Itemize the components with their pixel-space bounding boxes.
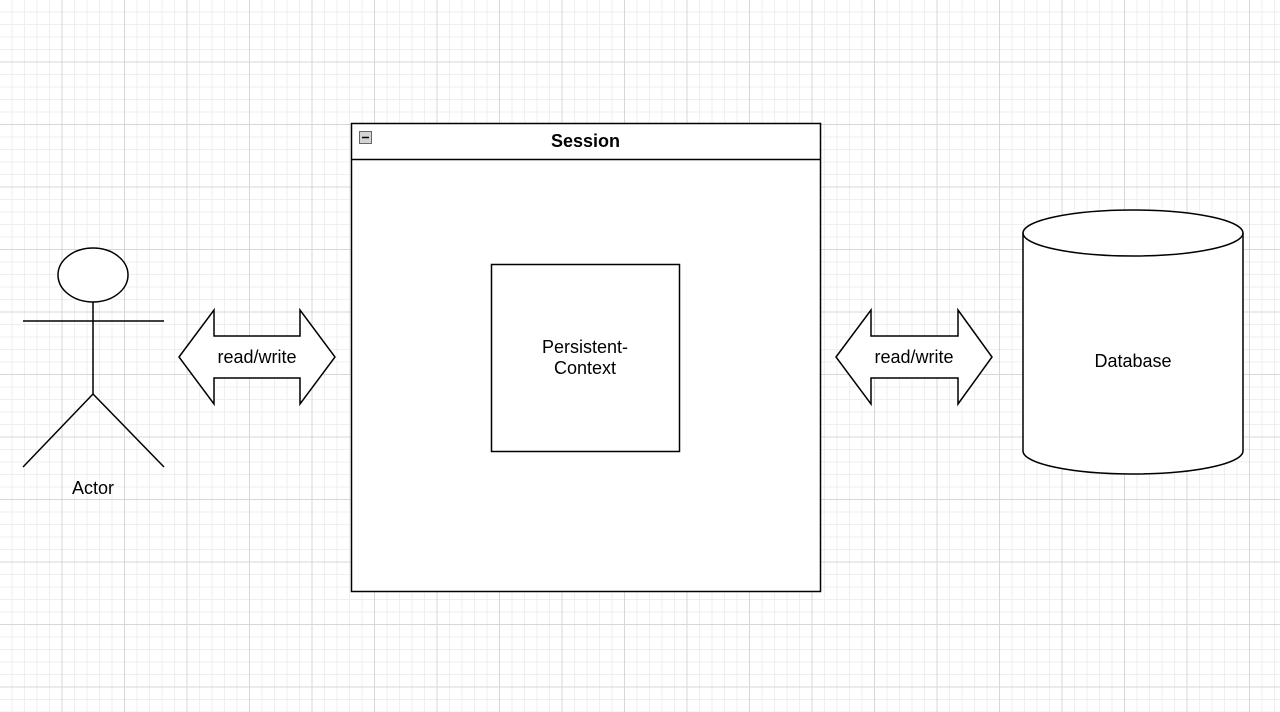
- database-body: [1022, 233, 1244, 475]
- actor-head: [57, 247, 129, 303]
- arrow-right-label: read/write: [874, 347, 954, 367]
- actor-left-leg: [22, 393, 94, 468]
- arrow-left-label: read/write: [217, 347, 297, 367]
- actor-label: Actor: [71, 478, 114, 498]
- collapse-icon[interactable]: [359, 131, 372, 144]
- database-cylinder[interactable]: [1022, 209, 1244, 475]
- database-top: [1022, 209, 1244, 257]
- persistent-context-label: Persistent- Context: [541, 337, 629, 378]
- persistent-context-box[interactable]: [490, 263, 681, 453]
- double-arrow-left[interactable]: [178, 307, 336, 407]
- actor-shape[interactable]: [22, 247, 165, 468]
- double-arrow-right[interactable]: [835, 307, 993, 407]
- session-title: Session: [550, 131, 621, 151]
- database-label: Database: [1094, 351, 1172, 371]
- actor-right-leg: [92, 393, 165, 468]
